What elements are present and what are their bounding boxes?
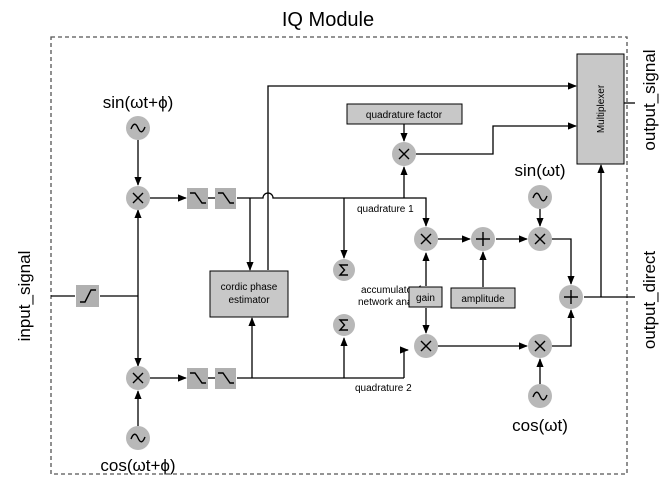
upper-output-mixer-icon [528,227,552,251]
output-direct-label: output_direct [640,251,659,350]
gain-label: gain [416,293,435,304]
cos-oscillator-icon [528,384,552,408]
lower-output-mixer-icon [528,334,552,358]
upper-lowpass-filter-1-icon [187,188,208,209]
accumulator-lower-icon [333,314,355,336]
sin-phase-label: sin(ωt+ϕ) [103,93,174,112]
amplitude-block: amplitude [450,287,516,309]
sin-oscillator-icon [528,185,552,209]
output-signal-label: output_signal [640,49,659,150]
quadrature-factor-block: quadrature factor [346,103,463,125]
sin-phase-oscillator-icon [126,116,150,140]
gain-block: gain [408,286,443,308]
lower-input-mixer-icon [126,366,150,390]
multiplexer-label: Multiplexer [596,84,607,133]
lower-lowpass-filter-1-icon [187,368,208,389]
quadrature-2-label: quadrature 2 [355,383,412,394]
cordic-label-line2: estimator [228,295,270,306]
amplitude-adder-icon [471,227,495,251]
cos-phase-label: cos(ωt+ϕ) [100,456,175,475]
accumulator-label-line2: network analyser [358,297,434,308]
accumulator-upper-icon [333,259,355,281]
cos-label: cos(ωt) [512,416,568,435]
sin-label: sin(ωt) [514,161,565,180]
diagram-title: IQ Module [282,9,374,31]
output-adder-icon [559,285,583,309]
upper-input-mixer-icon [126,186,150,210]
cordic-phase-estimator-block: cordic phase estimator [209,270,289,318]
module-frame [50,36,628,475]
upper-lowpass-filter-2-icon [215,188,236,209]
quadrature-factor-multiplier-icon [392,142,416,166]
amplitude-label: amplitude [461,294,505,305]
limiter-block [76,285,99,307]
multiplexer-block: Multiplexer [576,53,625,165]
lower-gain-mixer-icon [414,334,438,358]
signal-wires [51,82,635,426]
input-signal-label: input_signal [15,251,34,342]
lower-lowpass-filter-2-icon [215,368,236,389]
cordic-label-line1: cordic phase [221,282,278,293]
upper-gain-mixer-icon [414,227,438,251]
quadrature-factor-label: quadrature factor [366,110,443,121]
quadrature-1-label: quadrature 1 [357,204,414,215]
accumulator-label-line1: accumulator for [361,285,431,296]
cos-phase-oscillator-icon [126,426,150,450]
